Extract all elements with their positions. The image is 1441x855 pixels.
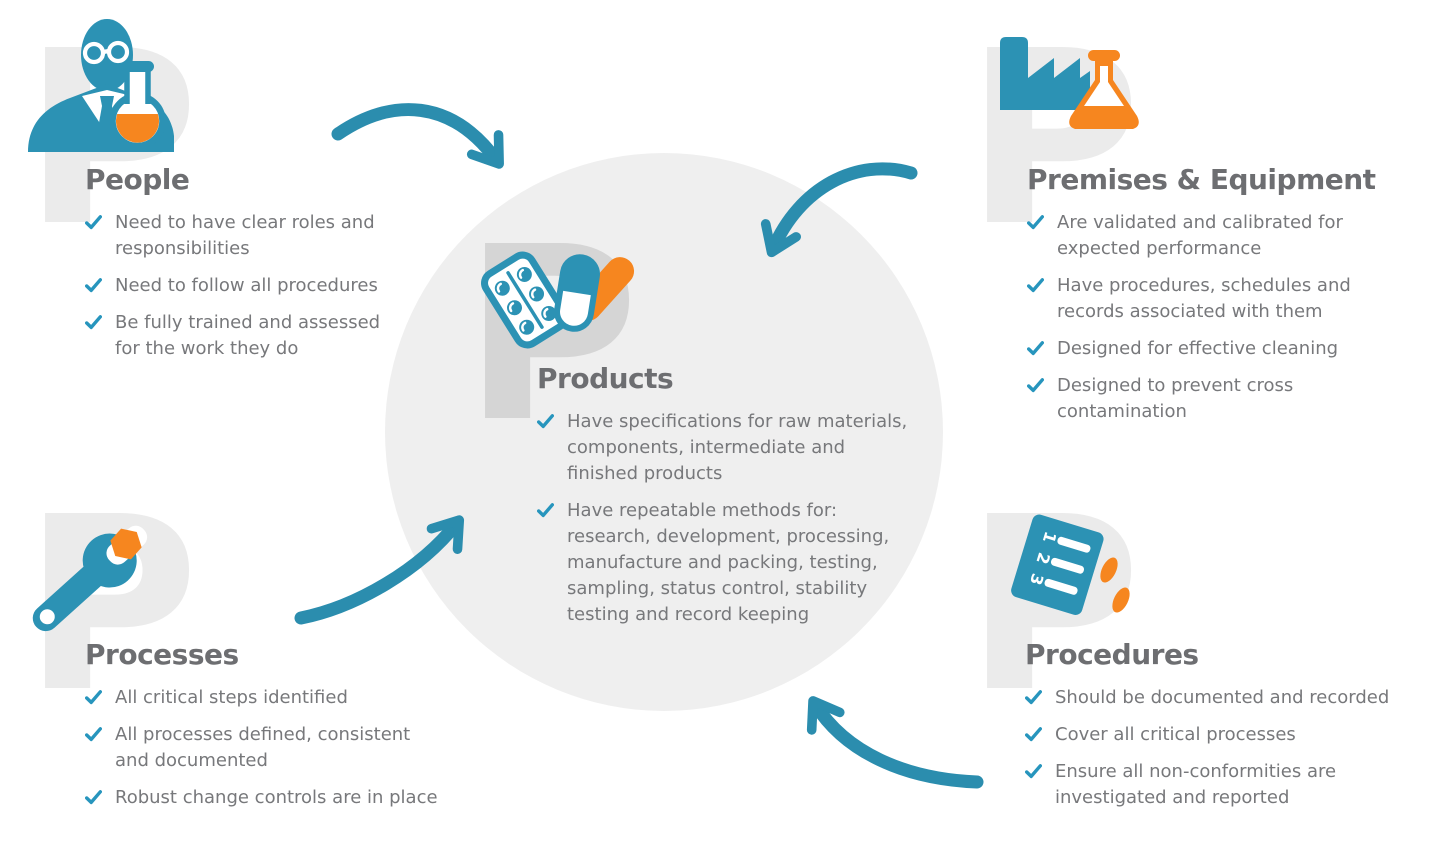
list-item-text: Robust change controls are in place	[115, 787, 438, 808]
check-icon	[1027, 341, 1044, 356]
list-item-text: Are validated and calibrated for expecte…	[1057, 212, 1343, 259]
svg-text:2: 2	[1032, 550, 1053, 566]
wrench-icon	[32, 525, 148, 632]
list-item: Are validated and calibrated for expecte…	[1027, 210, 1397, 262]
list-item: Need to follow all procedures	[85, 273, 415, 299]
list-item: Designed for effective cleaning	[1027, 336, 1397, 362]
procedures-checklist: Should be documented and recorded Cover …	[1025, 685, 1441, 811]
check-icon	[85, 278, 102, 293]
arrow-procedures-to-center	[806, 696, 984, 789]
svg-text:3: 3	[1026, 571, 1047, 587]
check-icon	[85, 690, 102, 705]
arrow-people-to-center	[331, 103, 504, 169]
check-icon	[85, 790, 102, 805]
list-item: Ensure all non-conformities are investig…	[1025, 759, 1441, 811]
check-icon	[1027, 215, 1044, 230]
list-item: Cover all critical processes	[1025, 722, 1441, 748]
processes-section: Processes All critical steps identified …	[85, 639, 485, 822]
list-item-text: All processes defined, consistent and do…	[115, 724, 411, 771]
list-item-text: Cover all critical processes	[1055, 724, 1296, 745]
check-icon	[1027, 378, 1044, 393]
list-item-text: All critical steps identified	[115, 687, 348, 708]
list-item-text: Be fully trained and assessed for the wo…	[115, 312, 381, 359]
list-item: Need to have clear roles and responsibil…	[85, 210, 415, 262]
list-item: All processes defined, consistent and do…	[85, 722, 485, 774]
section-title-processes: Processes	[85, 638, 239, 671]
check-icon	[537, 503, 554, 518]
check-icon	[85, 215, 102, 230]
list-item-text: Need to have clear roles and responsibil…	[115, 212, 375, 259]
list-item-text: Designed to prevent cross contamination	[1057, 375, 1294, 422]
check-icon	[85, 727, 102, 742]
list-item: Robust change controls are in place	[85, 785, 485, 811]
section-title-people: People	[85, 163, 190, 196]
scientist-flask-icon	[28, 19, 174, 152]
section-title-premises: Premises & Equipment	[1027, 163, 1376, 196]
check-icon	[85, 315, 102, 330]
list-item-text: Designed for effective cleaning	[1057, 338, 1339, 359]
check-icon	[1025, 764, 1042, 779]
products-section: Products Have specifications for raw mat…	[537, 363, 937, 639]
list-item-text: Have repeatable methods for: research, d…	[567, 500, 890, 625]
list-item-text: Ensure all non-conformities are investig…	[1055, 761, 1337, 808]
list-item: Have repeatable methods for: research, d…	[537, 498, 937, 628]
list-item-text: Should be documented and recorded	[1055, 687, 1390, 708]
people-checklist: Need to have clear roles and responsibil…	[85, 210, 415, 362]
checklist-document-icon: 1 2 3	[1011, 514, 1130, 615]
list-item: Have procedures, schedules and records a…	[1027, 273, 1397, 325]
list-item: Have specifications for raw materials, c…	[537, 409, 937, 487]
procedures-section: Procedures Should be documented and reco…	[1025, 639, 1441, 822]
section-title-products: Products	[537, 362, 674, 395]
list-item: Be fully trained and assessed for the wo…	[85, 310, 415, 362]
list-item-text: Have specifications for raw materials, c…	[567, 411, 908, 484]
list-item: All critical steps identified	[85, 685, 485, 711]
list-item-text: Need to follow all procedures	[115, 275, 378, 296]
premises-section: Premises & Equipment Are validated and c…	[1027, 164, 1397, 436]
check-icon	[1025, 690, 1042, 705]
section-title-procedures: Procedures	[1025, 638, 1199, 671]
factory-flask-icon	[1000, 37, 1139, 129]
products-checklist: Have specifications for raw materials, c…	[537, 409, 937, 628]
svg-text:1: 1	[1039, 529, 1060, 545]
people-section: People Need to have clear roles and resp…	[85, 164, 415, 373]
list-item-text: Have procedures, schedules and records a…	[1057, 275, 1351, 322]
check-icon	[1025, 727, 1042, 742]
check-icon	[1027, 278, 1044, 293]
check-icon	[537, 414, 554, 429]
processes-checklist: All critical steps identified All proces…	[85, 685, 485, 811]
pills-icon	[481, 251, 635, 349]
list-item: Should be documented and recorded	[1025, 685, 1441, 711]
list-item: Designed to prevent cross contamination	[1027, 373, 1397, 425]
premises-checklist: Are validated and calibrated for expecte…	[1027, 210, 1397, 425]
